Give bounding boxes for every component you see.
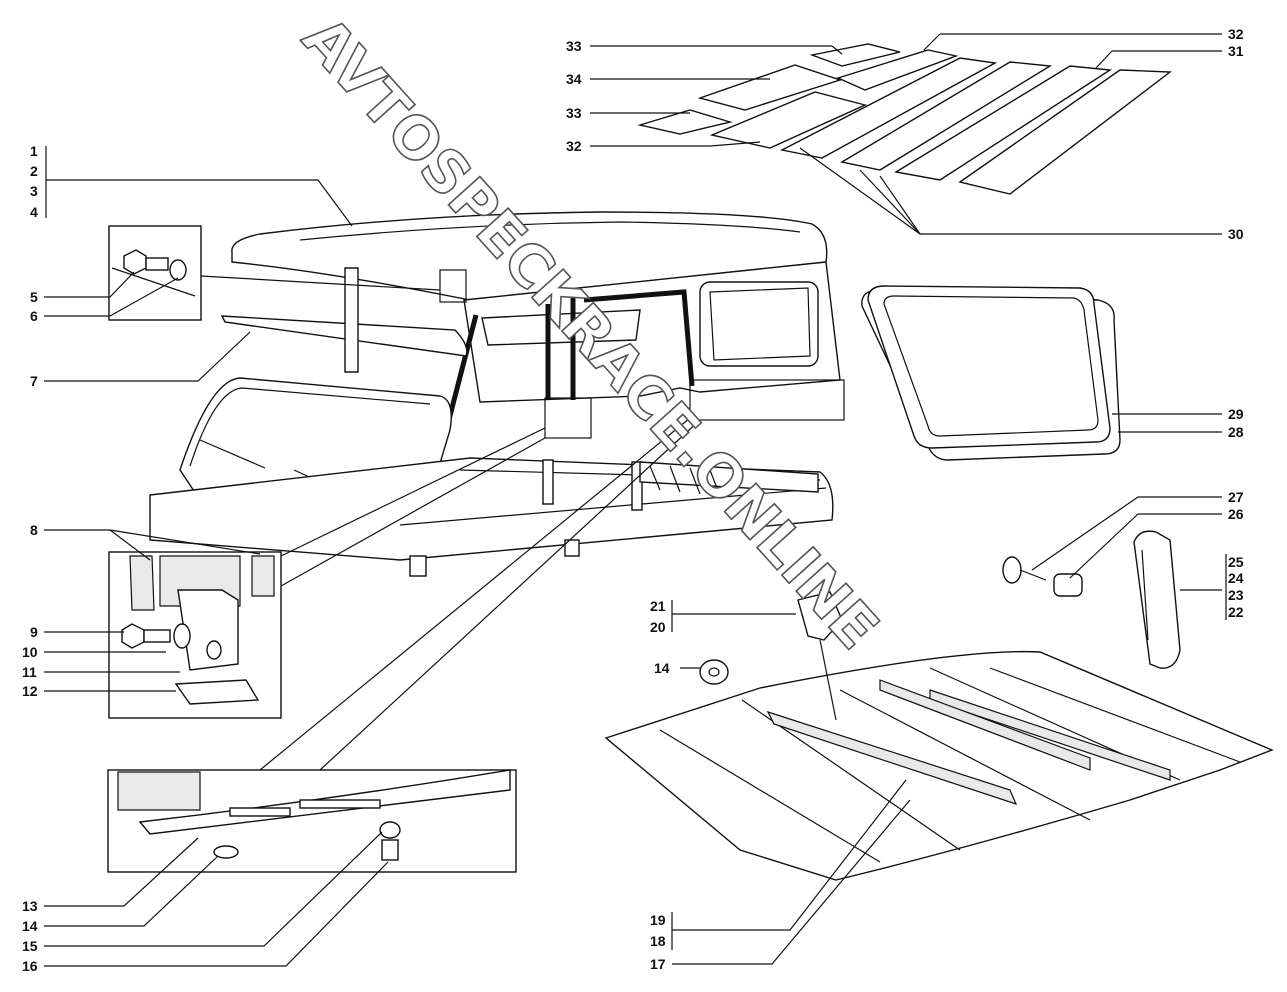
label-13: 13	[22, 898, 38, 914]
label-29: 29	[1228, 406, 1244, 422]
label-9: 9	[30, 624, 38, 640]
label-14: 14	[22, 918, 38, 934]
label-6: 6	[30, 308, 38, 324]
label-7: 7	[30, 373, 38, 389]
roof-panel-underside	[604, 591, 1274, 881]
label-33-bottom: 33	[566, 105, 582, 121]
label-27: 27	[1228, 489, 1244, 505]
label-1: 1	[30, 143, 38, 159]
label-20: 20	[650, 619, 666, 635]
label-22: 22	[1228, 604, 1244, 620]
label-14-roof: 14	[654, 660, 670, 676]
label-26: 26	[1228, 506, 1244, 522]
label-30: 30	[1228, 226, 1244, 242]
label-17: 17	[650, 956, 666, 972]
label-5: 5	[30, 289, 38, 305]
label-2: 2	[30, 163, 38, 179]
label-18: 18	[650, 933, 666, 949]
label-25: 25	[1228, 554, 1244, 570]
label-10: 10	[22, 644, 38, 660]
label-3: 3	[30, 183, 38, 199]
label-19: 19	[650, 912, 666, 928]
part-number-labels: 1 2 3 4 5 6 7 8 9 10 11 12 13 14 15 16 3…	[22, 26, 1244, 974]
label-15: 15	[22, 938, 38, 954]
detail-pillar-box	[108, 551, 282, 719]
vent-assembly	[1002, 530, 1181, 669]
label-11: 11	[22, 664, 37, 680]
label-21: 21	[650, 598, 666, 614]
cab-body	[149, 211, 841, 577]
label-23: 23	[1228, 587, 1244, 603]
detail-bolt-box	[108, 225, 202, 321]
label-8: 8	[30, 522, 38, 538]
detail-rail-box	[107, 769, 517, 873]
side-window-opening	[699, 281, 819, 367]
label-24: 24	[1228, 570, 1244, 586]
label-32-left: 32	[566, 138, 582, 154]
leader-lines	[44, 33, 1227, 967]
label-28: 28	[1228, 424, 1244, 440]
label-33-top: 33	[566, 38, 582, 54]
roof-insulation-strips	[637, 43, 1172, 195]
label-4: 4	[30, 204, 38, 220]
label-31: 31	[1228, 43, 1244, 59]
label-32-right: 32	[1228, 26, 1244, 42]
side-window-glass	[861, 285, 1121, 461]
label-16: 16	[22, 958, 38, 974]
label-12: 12	[22, 683, 38, 699]
label-34: 34	[566, 71, 582, 87]
